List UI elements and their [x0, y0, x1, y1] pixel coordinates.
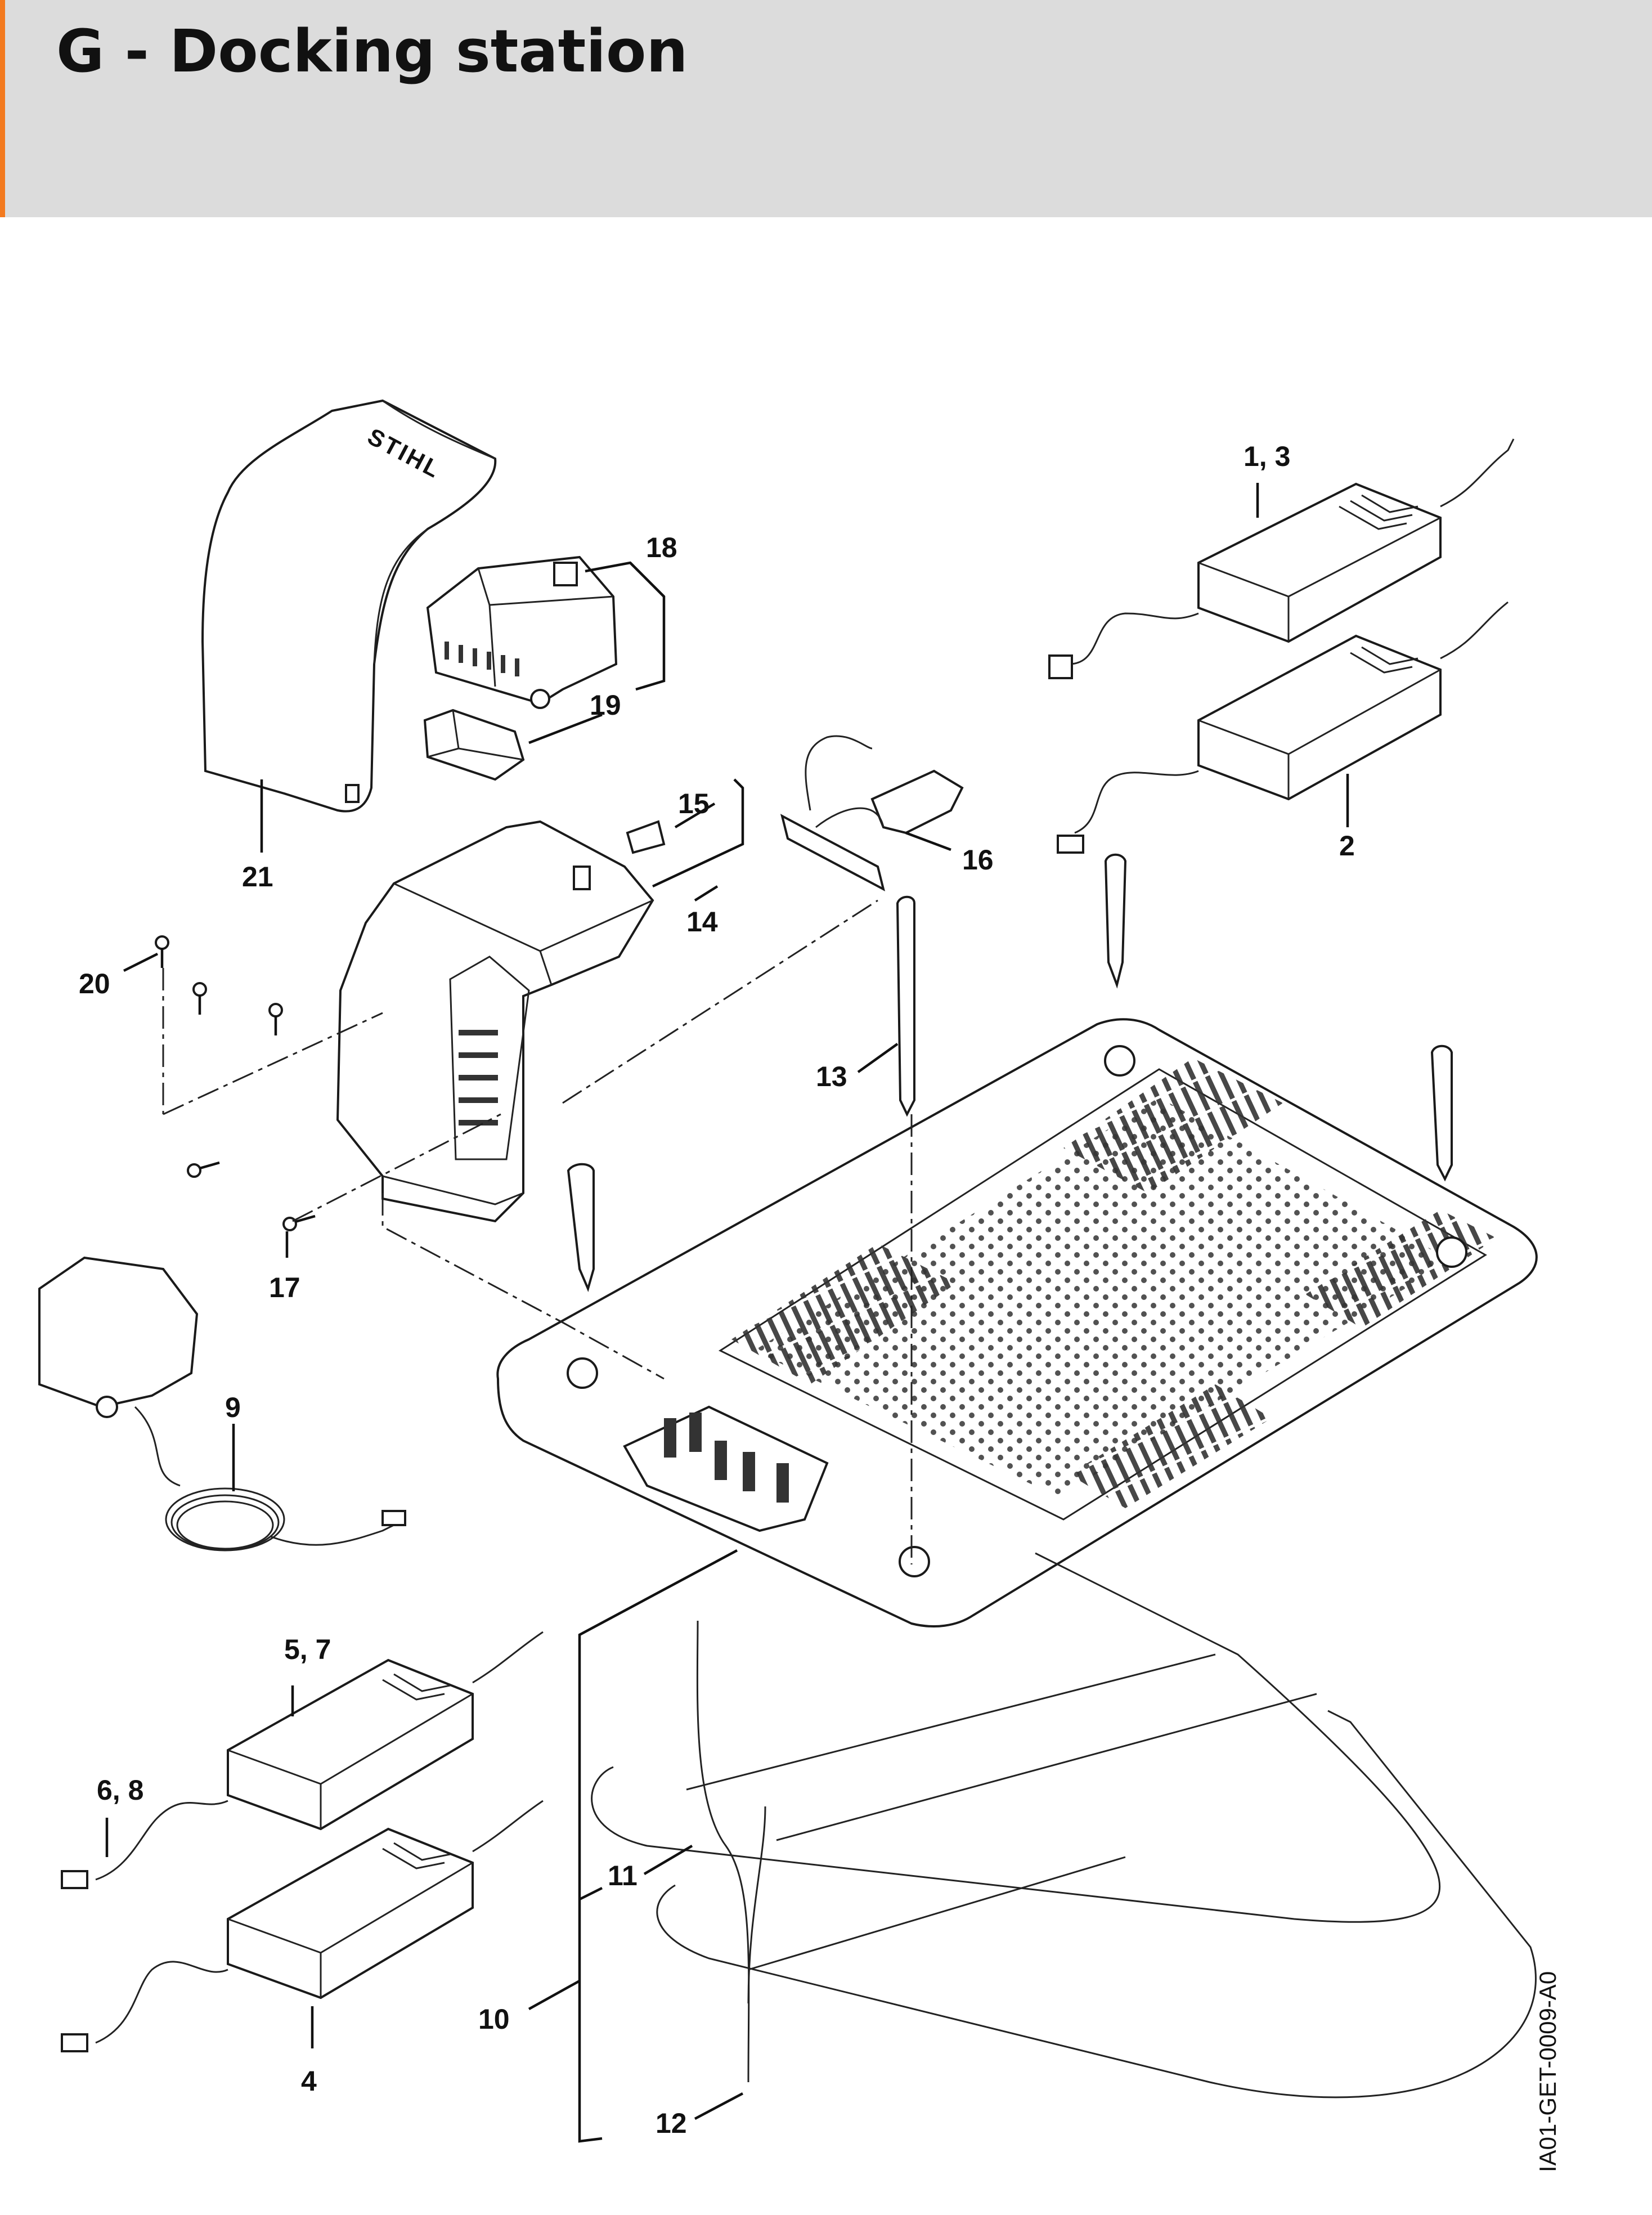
screws-part	[155, 935, 316, 1231]
callout-19: 19	[590, 689, 621, 721]
callout-12: 12	[656, 2108, 687, 2139]
cover-hood-part: STIHL	[201, 399, 497, 813]
callout-18: 18	[646, 532, 677, 563]
small-clip-part	[626, 820, 666, 854]
base-housing-part	[336, 820, 654, 1223]
callout-15: 15	[678, 788, 710, 819]
leader-lines	[105, 483, 1349, 2143]
extension-cable-part	[38, 1256, 406, 1552]
callout-6-8: 6, 8	[97, 1774, 143, 1806]
callout-11: 11	[608, 1860, 638, 1891]
power-supply-part-3	[61, 1631, 544, 1889]
callout-1-3: 1, 3	[1244, 441, 1290, 472]
perimeter-wire-loops	[591, 1552, 1537, 2099]
accent-bar	[0, 0, 5, 217]
page-header	[0, 0, 1652, 217]
callout-14: 14	[686, 906, 718, 938]
power-supply-part-1	[1048, 438, 1515, 679]
reference-code: IA01-GET-0009-A0	[1534, 1971, 1561, 2172]
callout-21: 21	[242, 861, 273, 893]
callout-17: 17	[269, 1272, 300, 1303]
contact-bridge-part	[780, 735, 964, 891]
callout-5-7: 5, 7	[284, 1634, 331, 1665]
callout-10: 10	[478, 2003, 510, 2035]
assembly-lines	[162, 899, 913, 1564]
power-supply-part-4	[61, 1800, 544, 2052]
ground-pegs-part	[567, 853, 1453, 1292]
connector-block-part	[423, 709, 525, 781]
callout-13: 13	[816, 1061, 847, 1092]
callout-16: 16	[962, 844, 994, 876]
power-supply-part-2	[1057, 601, 1509, 854]
callout-4: 4	[301, 2065, 317, 2097]
charging-electronics-part	[426, 555, 618, 709]
callout-9: 9	[225, 1392, 241, 1423]
callout-2: 2	[1339, 830, 1355, 862]
callout-20: 20	[79, 968, 110, 999]
base-plate-part	[496, 1018, 1538, 1627]
page-title: G - Docking station	[56, 17, 688, 86]
